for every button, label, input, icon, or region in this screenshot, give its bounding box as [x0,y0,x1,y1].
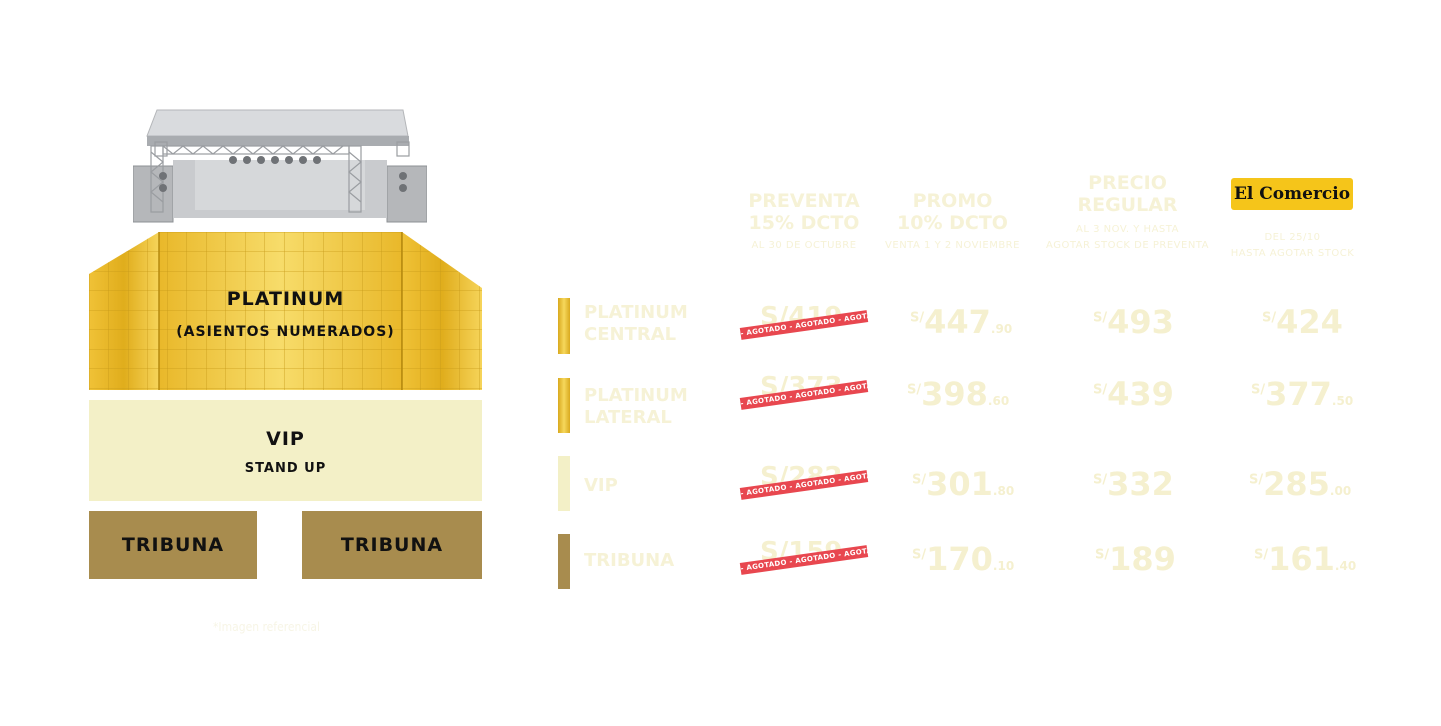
price-int: 332 [1107,465,1174,503]
price-int: 189 [1109,540,1176,578]
currency: S/ [910,310,925,326]
price-int: 377 [1265,375,1332,413]
comercio-price: S/161.40 [1254,540,1356,578]
comercio-price: S/285.00 [1249,465,1351,503]
currency: S/ [1251,382,1266,398]
platinum-subtitle: (ASIENTOS NUMERADOS) [176,324,395,340]
price-int: 447 [924,303,991,341]
header-preventa-sub: AL 30 DE OCTUBRE [751,240,857,251]
header-comercio-sub2: HASTA AGOTAR STOCK [1230,248,1355,259]
preventa-soldout: S/373 - AGOTADO - AGOTADO - AGOTADO - AG… [739,372,869,412]
row-label-line1: PLATINUM [584,385,688,406]
header-regular-sub1: AL 3 NOV. Y HASTA [1076,224,1179,235]
regular-price: S/439 [1093,375,1174,413]
vip-title: VIP [266,428,305,450]
currency: S/ [912,472,927,488]
row-color-bar [558,298,570,354]
header-regular: PRECIO REGULAR AL 3 NOV. Y HASTA AGOTAR … [1045,172,1210,254]
header-comercio: DEL 25/10 HASTA AGOTAR STOCK [1225,230,1360,262]
header-regular-line1: PRECIO [1088,172,1167,194]
row-label-line1: TRIBUNA [584,550,675,571]
currency: S/ [1093,382,1108,398]
header-regular-sub2: AGOTAR STOCK DE PREVENTA [1046,240,1209,251]
vip-subtitle: STAND UP [244,461,327,476]
currency: S/ [1093,310,1108,326]
row-label-line1: PLATINUM [584,302,688,323]
regular-price: S/493 [1093,303,1174,341]
price-dec: .50 [1331,394,1354,408]
platinum-title: PLATINUM [226,288,345,310]
header-promo-sub: VENTA 1 Y 2 NOVIEMBRE [885,240,1020,251]
regular-price: S/189 [1095,540,1176,578]
currency: S/ [912,547,927,563]
comercio-price: S/377.50 [1251,375,1353,413]
price-int: 170 [926,540,993,578]
row-label: PLATINUM LATERAL [584,385,688,429]
preventa-soldout: S/159 - AGOTADO - AGOTADO - AGOTADO - AG… [739,537,869,577]
promo-price: S/447.90 [910,303,1012,341]
tribuna-right-zone[interactable]: TRIBUNA [302,511,482,579]
currency: S/ [1249,472,1264,488]
header-promo-line1: PROMO [912,190,993,212]
price-int: 424 [1276,303,1343,341]
map-footnote: *Imagen referencial [213,620,320,634]
tribuna-left-label: TRIBUNA [121,534,225,556]
promo-price: S/398.60 [907,375,1009,413]
stage-illustration [133,109,427,223]
el-comercio-logo: El Comercio [1231,178,1353,210]
price-dec: .80 [992,484,1015,498]
row-label: PLATINUM CENTRAL [584,302,688,346]
currency: S/ [1262,310,1277,326]
price-int: 439 [1107,375,1174,413]
tribuna-right-label: TRIBUNA [340,534,444,556]
price-int: 398 [921,375,988,413]
price-int: 301 [926,465,993,503]
currency: S/ [1254,547,1269,563]
row-label-line2: LATERAL [584,407,672,428]
header-preventa-line2: 15% DCTO [748,212,860,234]
price-dec: .00 [1329,484,1352,498]
header-regular-line2: REGULAR [1077,194,1178,216]
price-dec: .60 [987,394,1010,408]
currency: S/ [1095,547,1110,563]
header-promo-line2: 10% DCTO [897,212,1008,234]
preventa-soldout: S/282 - AGOTADO - AGOTADO - AGOTADO - AG… [739,462,869,502]
comercio-price: S/424 [1262,303,1343,341]
row-label-line2: CENTRAL [584,324,677,345]
regular-price: S/332 [1093,465,1174,503]
row-color-bar [558,378,570,433]
header-preventa: PREVENTA 15% DCTO AL 30 DE OCTUBRE [740,190,868,254]
header-promo: PROMO 10% DCTO VENTA 1 Y 2 NOVIEMBRE [880,190,1025,254]
row-color-bar [558,534,570,589]
price-dec: .40 [1334,559,1357,573]
price-int: 285 [1263,465,1330,503]
promo-price: S/301.80 [912,465,1014,503]
tribuna-left-zone[interactable]: TRIBUNA [89,511,257,579]
price-dec: .10 [992,559,1015,573]
price-int: 493 [1107,303,1174,341]
row-label: VIP [584,475,618,497]
currency: S/ [907,382,922,398]
vip-zone[interactable] [89,400,482,501]
price-int: 161 [1268,540,1335,578]
preventa-soldout: S/419 - AGOTADO - AGOTADO - AGOTADO - AG… [739,302,869,342]
currency: S/ [1093,472,1108,488]
header-comercio-sub1: DEL 25/10 [1264,232,1321,243]
platinum-zone[interactable] [89,232,482,390]
header-preventa-line1: PREVENTA [748,190,860,212]
row-label: TRIBUNA [584,550,674,572]
row-label-line1: VIP [584,475,618,496]
price-dec: .90 [990,322,1013,336]
promo-price: S/170.10 [912,540,1014,578]
row-color-bar [558,456,570,511]
